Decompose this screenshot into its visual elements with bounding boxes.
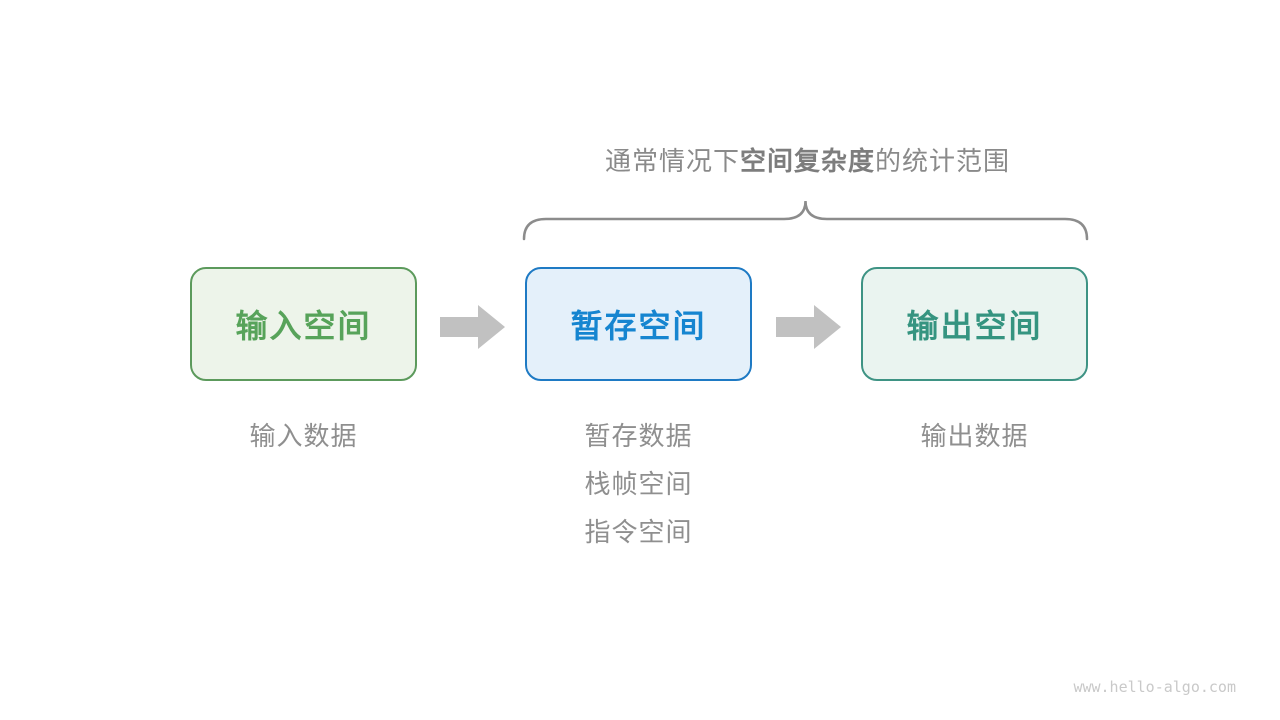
label-output-data: 输出数据 bbox=[861, 412, 1088, 460]
label-instruction-space: 指令空间 bbox=[584, 517, 693, 547]
diagram-title: 通常情况下空间复杂度的统计范围 bbox=[515, 143, 1100, 179]
title-prefix: 通常情况下 bbox=[604, 146, 740, 176]
label-temp-data: 暂存数据 bbox=[584, 421, 693, 451]
flow-arrow-icon bbox=[776, 305, 841, 349]
label-input-data-text: 输入数据 bbox=[249, 421, 358, 451]
box-output-space: 输出空间 bbox=[861, 267, 1088, 381]
label-input-data: 输入数据 bbox=[190, 412, 417, 460]
box-input-space-label: 输入空间 bbox=[235, 308, 372, 344]
box-input-space: 输入空间 bbox=[190, 267, 417, 381]
label-stack-frame-space: 栈帧空间 bbox=[584, 469, 693, 499]
flow-arrow-icon bbox=[440, 305, 505, 349]
box-temp-space-label: 暂存空间 bbox=[570, 308, 707, 344]
scope-brace bbox=[522, 200, 1089, 241]
label-output-data-text: 输出数据 bbox=[920, 421, 1029, 451]
title-suffix: 的统计范围 bbox=[875, 146, 1011, 176]
label-temp-data-list: 暂存数据 栈帧空间 指令空间 bbox=[525, 412, 752, 556]
title-highlight: 空间复杂度 bbox=[739, 146, 875, 176]
box-temp-space: 暂存空间 bbox=[525, 267, 752, 381]
site-watermark: www.hello-algo.com bbox=[1073, 678, 1236, 696]
box-output-space-label: 输出空间 bbox=[906, 308, 1043, 344]
